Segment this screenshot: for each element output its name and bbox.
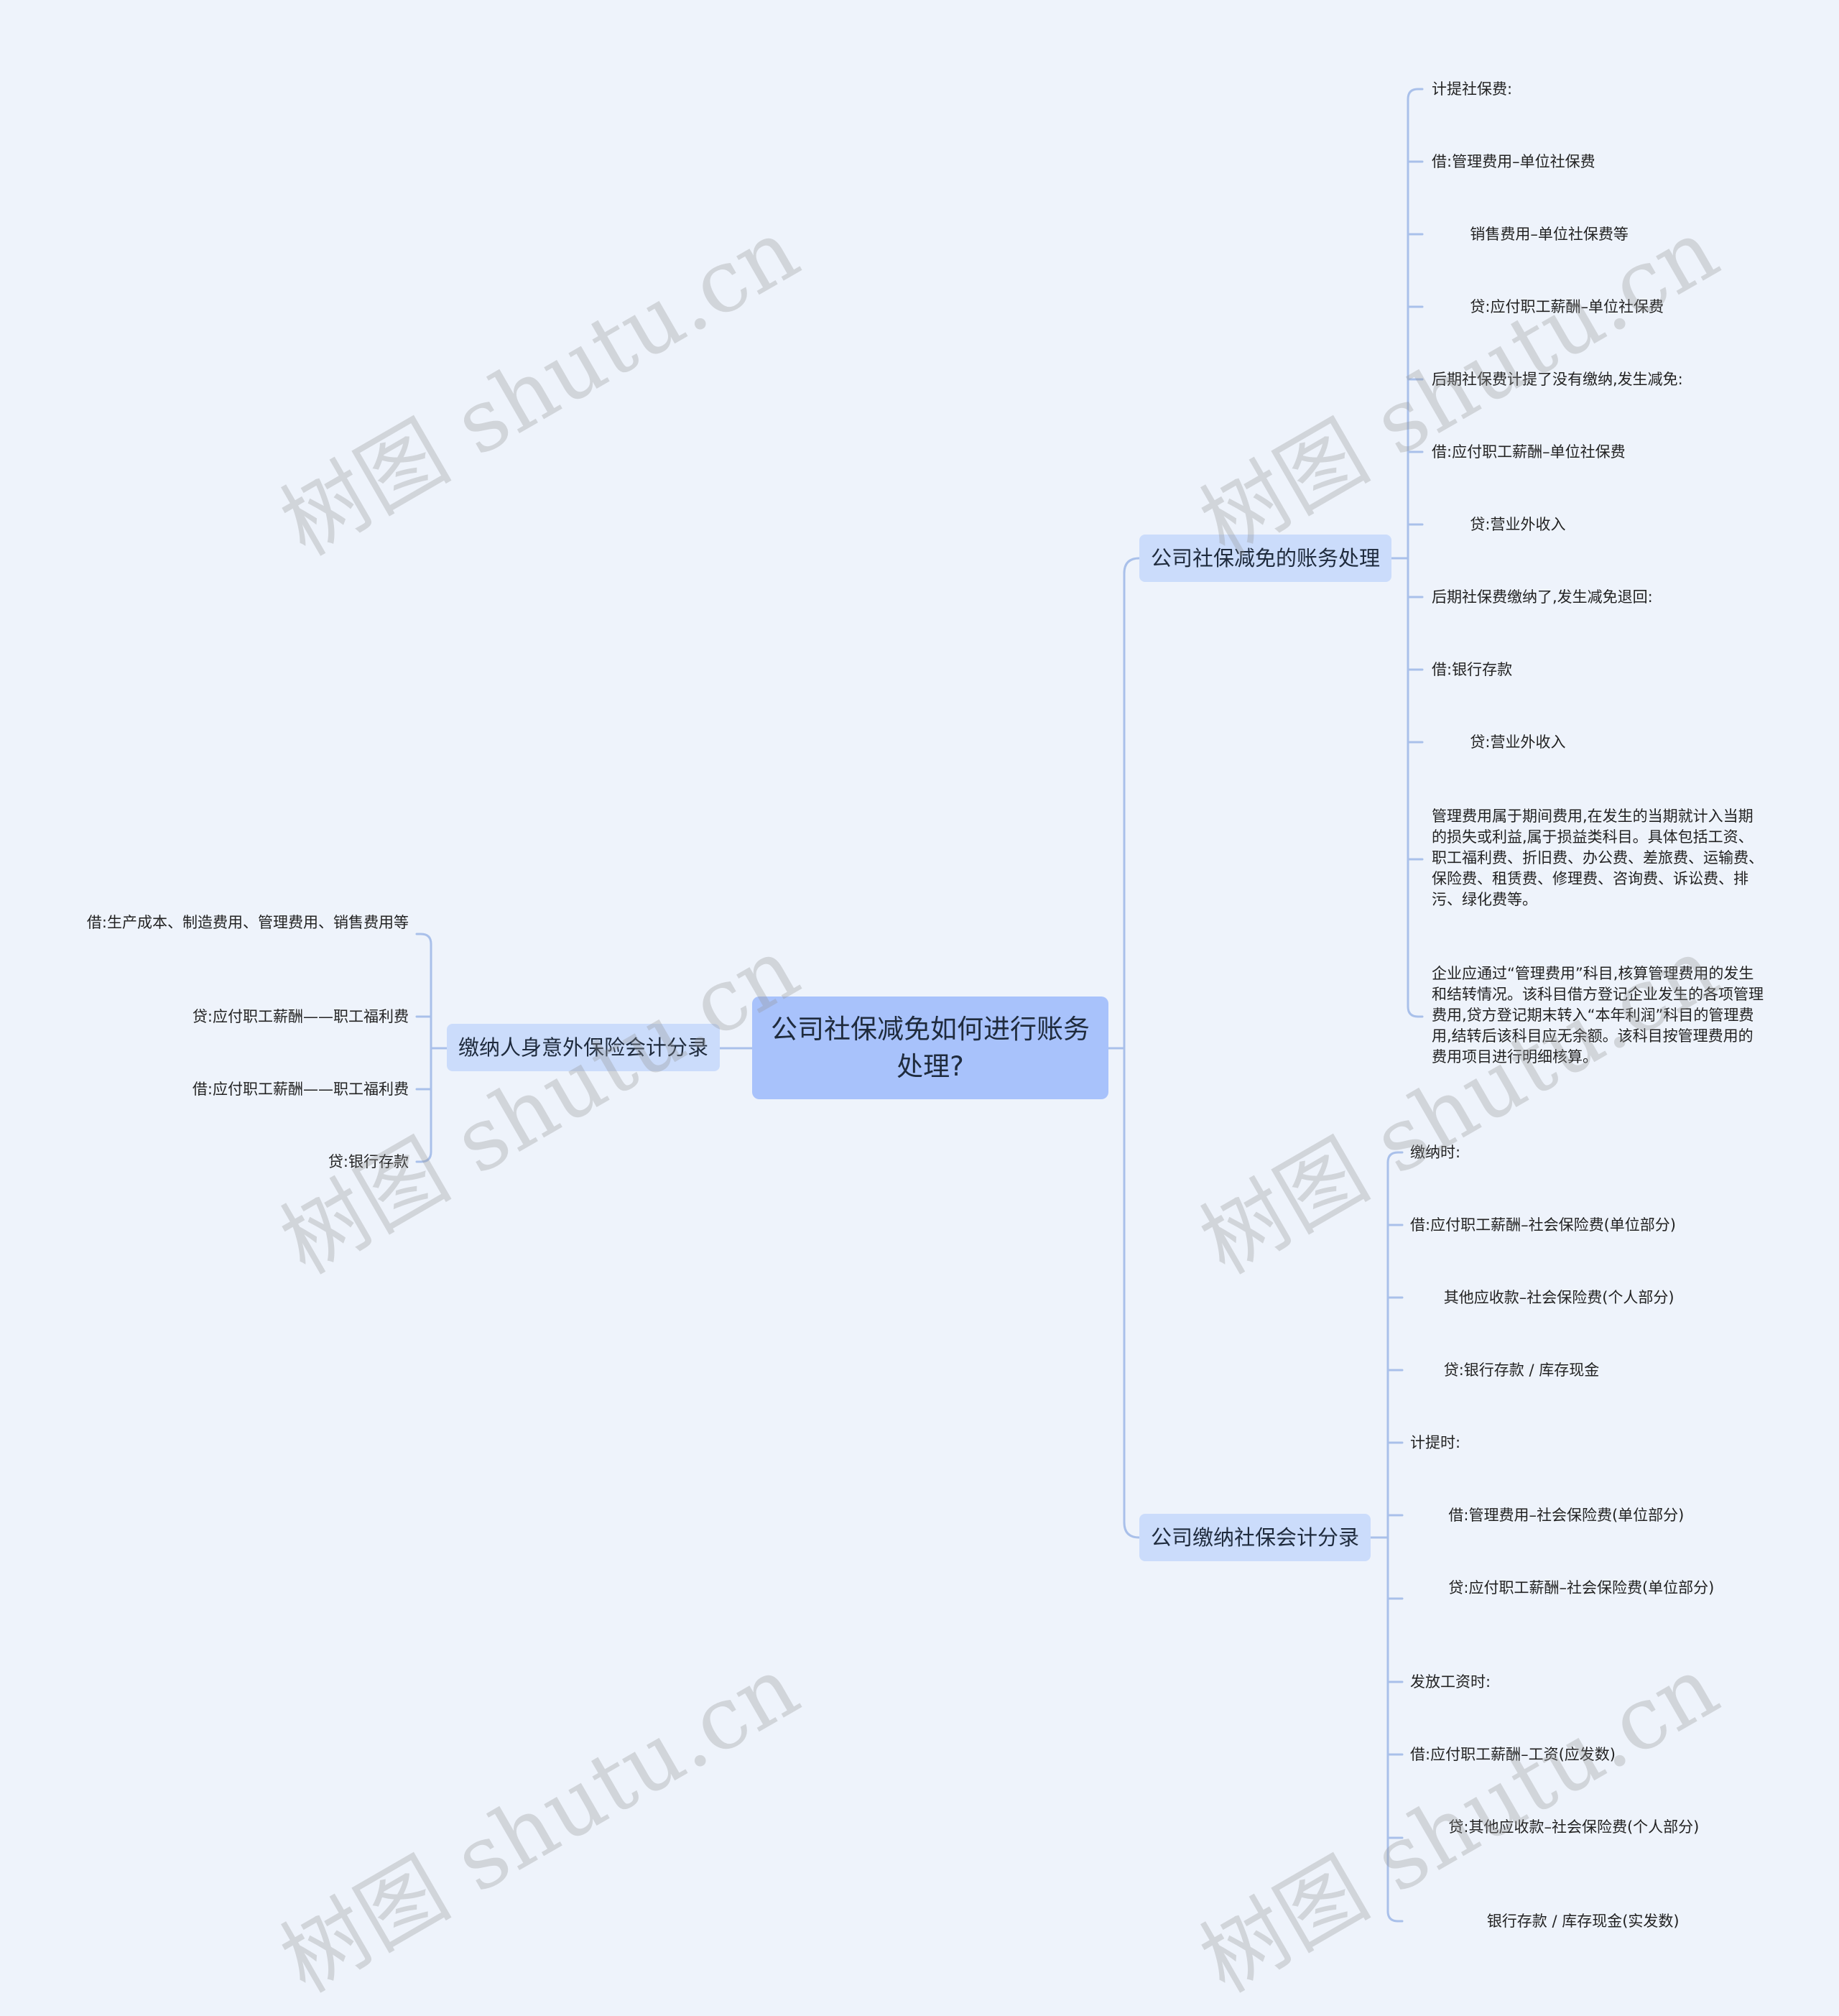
connector-b3-leaf [415, 1150, 432, 1163]
branch-label: 缴纳人身意外保险会计分录 [458, 1035, 709, 1060]
branch-social-security-entries[interactable]: 公司缴纳社保会计分录 [1139, 1514, 1371, 1561]
branch-label: 公司缴纳社保会计分录 [1151, 1525, 1360, 1550]
connector-b1-leaf [1407, 88, 1424, 101]
connector-b1-leaf [1407, 1005, 1424, 1018]
leaf-b1-4: 后期社保费计提了没有缴纳,发生减免: [1432, 371, 1683, 388]
leaf-b3-1: 贷:应付职工薪酬——职工福利费 [192, 1008, 409, 1025]
leaf-b1-10: 管理费用属于期间费用,在发生的当期就计入当期的损失或利益,属于损益类科目。具体包… [1432, 808, 1764, 908]
root-node[interactable]: 公司社保减免如何进行账务处理? [752, 997, 1108, 1099]
leaf-b1-8: 借:银行存款 [1432, 661, 1513, 678]
leaf-b2-2: 其他应收款–社会保险费(个人部分) [1410, 1289, 1674, 1306]
connector-trunk-b1 [1123, 557, 1141, 575]
leaf-b2-9: 贷:其他应收款–社会保险费(个人部分) [1410, 1818, 1700, 1836]
leaf-b3-3: 贷:银行存款 [328, 1153, 409, 1170]
leaf-b2-5: 借:管理费用–社会保险费(单位部分) [1410, 1507, 1685, 1524]
leaf-b1-9: 贷:营业外收入 [1432, 734, 1566, 751]
leaf-b1-6: 贷:营业外收入 [1432, 516, 1566, 533]
leaf-b1-7: 后期社保费缴纳了,发生减免退回: [1432, 588, 1653, 606]
leaf-b1-5: 借:应付职工薪酬–单位社保费 [1432, 443, 1626, 461]
leaf-b1-0: 计提社保费: [1432, 80, 1513, 98]
connector-trunk-b2 [1123, 1521, 1141, 1539]
leaf-b1-3: 贷:应付职工薪酬–单位社保费 [1432, 298, 1664, 315]
root-title: 公司社保减免如何进行账务处理? [771, 1013, 1090, 1082]
branch-social-security-reduction[interactable]: 公司社保减免的账务处理 [1139, 535, 1392, 582]
connector-b2-leaf [1386, 1151, 1404, 1164]
leaf-b3-0: 借:生产成本、制造费用、管理费用、销售费用等 [86, 914, 409, 931]
connector-b2-leaf [1386, 1910, 1404, 1923]
leaf-b2-7: 发放工资时: [1410, 1673, 1491, 1691]
leaf-b3-2: 借:应付职工薪酬——职工福利费 [192, 1081, 409, 1098]
branch-label: 公司社保减免的账务处理 [1151, 546, 1381, 570]
leaf-b2-8: 借:应付职工薪酬–工资(应发数) [1410, 1746, 1616, 1763]
leaf-b1-11: 企业应通过“管理费用”科目,核算管理费用的发生和结转情况。该科目借方登记企业发生… [1432, 965, 1764, 1065]
leaf-b1-1: 借:管理费用–单位社保费 [1432, 153, 1595, 170]
leaf-b2-6: 贷:应付职工薪酬–社会保险费(单位部分) [1410, 1579, 1715, 1596]
leaf-b2-10: 银行存款 / 库存现金(实发数) [1410, 1913, 1680, 1930]
leaf-b1-2: 销售费用–单位社保费等 [1432, 226, 1629, 243]
leaf-b2-1: 借:应付职工薪酬–社会保险费(单位部分) [1410, 1216, 1676, 1234]
connector-b3-leaf [415, 933, 432, 945]
leaf-b2-0: 缴纳时: [1410, 1144, 1461, 1161]
leaf-b2-4: 计提时: [1410, 1434, 1461, 1451]
leaf-b2-3: 贷:银行存款 / 库存现金 [1410, 1361, 1600, 1379]
branch-accident-insurance-entries[interactable]: 缴纳人身意外保险会计分录 [447, 1024, 721, 1071]
